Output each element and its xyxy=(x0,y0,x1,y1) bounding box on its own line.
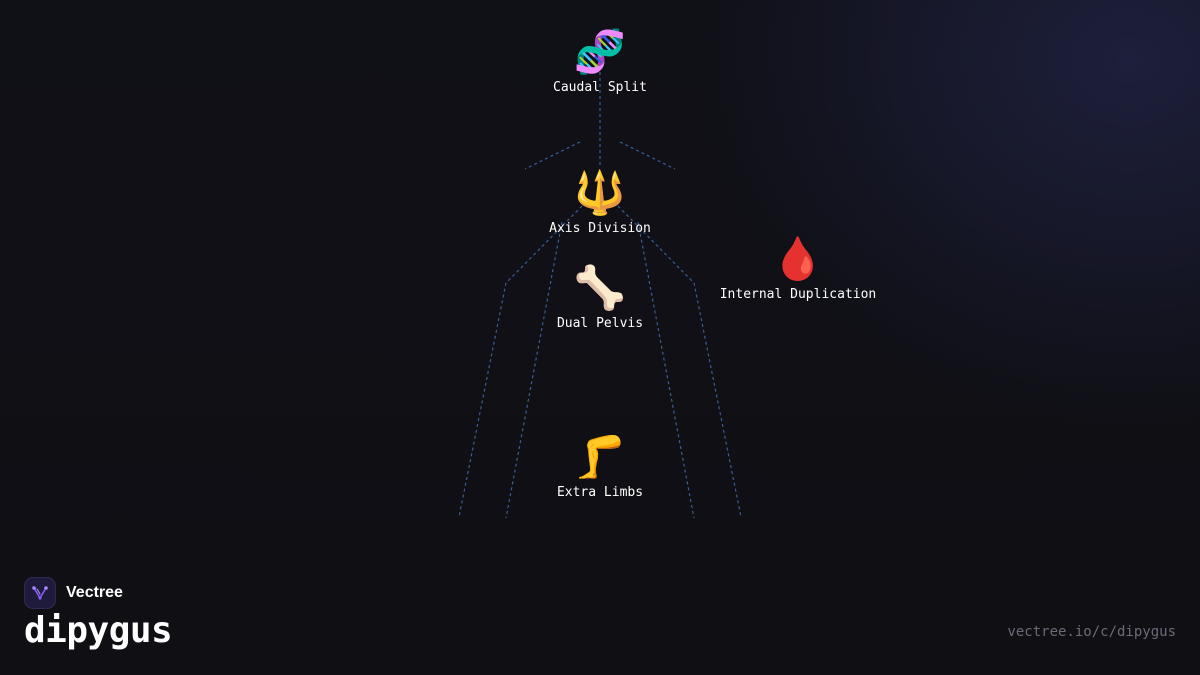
edge-inner-right xyxy=(637,221,695,519)
bone-icon: 🦴 xyxy=(573,263,627,312)
node-internal-duplication[interactable]: 🩸 Internal Duplication xyxy=(688,234,908,303)
edge-outer-left xyxy=(458,205,583,518)
node-caudal-split[interactable]: 🧬 Caudal Split xyxy=(490,27,710,96)
branching-tree-icon xyxy=(24,577,56,609)
node-label: Internal Duplication xyxy=(719,287,877,302)
edge-branch-left xyxy=(524,141,581,170)
edge-inner-left xyxy=(505,221,563,519)
leg-icon: 🦵 xyxy=(573,432,627,481)
node-extra-limbs[interactable]: 🦵 Extra Limbs xyxy=(490,432,710,501)
edge-branch-right xyxy=(619,141,676,170)
page-url[interactable]: vectree.io/c/dipygus xyxy=(1007,624,1176,640)
node-dual-pelvis[interactable]: 🦴 Dual Pelvis xyxy=(490,263,710,332)
node-label: Caudal Split xyxy=(553,80,647,95)
trident-icon: 🔱 xyxy=(573,168,627,217)
page-title: dipygus xyxy=(24,610,173,651)
brand-name: Vectree xyxy=(66,584,123,601)
brand[interactable]: Vectree xyxy=(24,577,123,609)
blood-drop-icon: 🩸 xyxy=(771,234,825,283)
node-label: Axis Division xyxy=(549,221,651,236)
node-axis-division[interactable]: 🔱 Axis Division xyxy=(490,168,710,237)
dna-icon: 🧬 xyxy=(573,27,627,76)
node-label: Extra Limbs xyxy=(556,485,644,500)
node-label: Dual Pelvis xyxy=(556,316,644,331)
edge-outer-right xyxy=(617,205,742,518)
